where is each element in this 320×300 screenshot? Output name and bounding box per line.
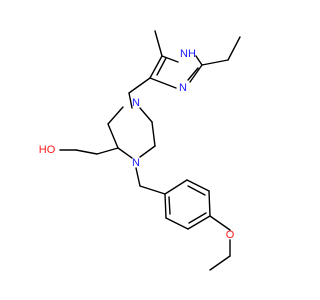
- imidazole-nh-label: NH: [180, 48, 196, 60]
- bond: [139, 107, 153, 123]
- imidazole-n-label: N: [179, 82, 187, 94]
- bond: [209, 255, 231, 271]
- bond-layer: [59, 30, 241, 271]
- molecule-structure-canvas: HO N N NH N O: [39, 30, 241, 271]
- bond: [161, 55, 179, 63]
- bond: [164, 179, 188, 195]
- bond: [164, 193, 167, 219]
- bond: [149, 55, 163, 79]
- bond: [168, 196, 171, 215]
- ether-oxygen-label: O: [226, 229, 235, 241]
- bond: [186, 179, 210, 192]
- bond: [128, 77, 151, 94]
- bond: [96, 147, 119, 155]
- bond: [189, 64, 203, 83]
- bond: [195, 55, 203, 66]
- bond: [151, 121, 156, 147]
- hydroxyl-label: HO: [39, 144, 56, 156]
- bond: [188, 212, 207, 224]
- bond: [227, 36, 241, 61]
- piperazine-n-top-label: N: [132, 97, 140, 109]
- bond: [128, 92, 133, 109]
- bond: [187, 185, 206, 196]
- bond: [165, 217, 189, 230]
- atom-label-layer: HO N N NH N O: [39, 48, 235, 241]
- bond: [187, 215, 211, 230]
- bond: [107, 106, 124, 125]
- piperazine-n-bottom-label: N: [132, 157, 140, 169]
- bond: [107, 123, 119, 149]
- bond: [139, 145, 156, 158]
- bond: [75, 149, 98, 155]
- bond: [156, 57, 167, 76]
- bond: [154, 30, 163, 57]
- bond: [208, 190, 211, 217]
- bond: [135, 167, 141, 187]
- bond: [201, 59, 229, 66]
- bond: [139, 185, 166, 195]
- bond: [149, 77, 177, 89]
- bond: [117, 147, 133, 159]
- bond: [209, 215, 231, 231]
- bond: [187, 67, 199, 81]
